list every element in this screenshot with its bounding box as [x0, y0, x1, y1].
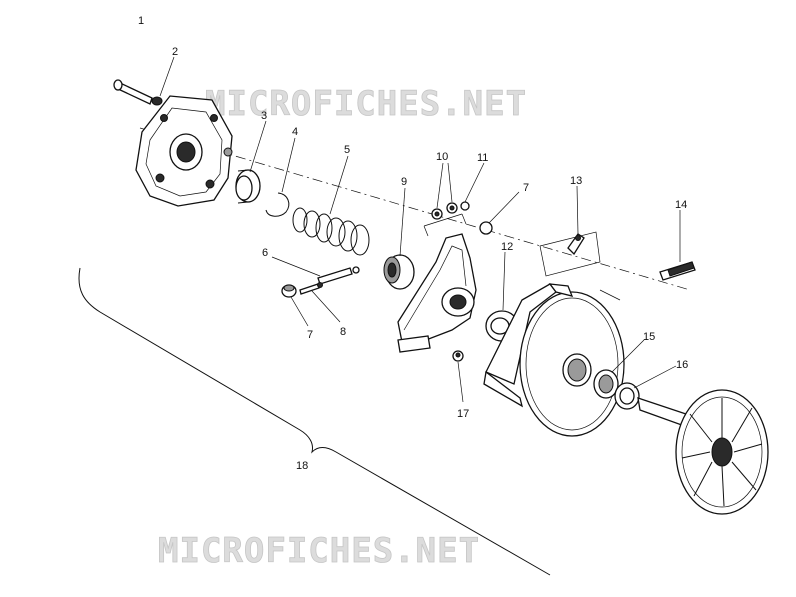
callout-7-lower: 7 [307, 329, 313, 341]
clip-part [539, 231, 601, 277]
roller-cap-part [281, 284, 297, 298]
callout-1: 1 [138, 15, 144, 27]
watermark-bottom: MICROFICHES.NET [158, 531, 480, 571]
snap-ring-part [265, 192, 290, 217]
fixed-sheave-part [637, 389, 769, 515]
spring-part [292, 207, 370, 256]
callout-2: 2 [172, 46, 178, 58]
axis-centerline [139, 127, 691, 291]
callout-7-upper: 7 [523, 182, 529, 194]
thrust-washer-part [614, 382, 640, 410]
moveable-sheave-part [483, 283, 625, 437]
callout-18: 18 [296, 460, 308, 472]
callout-10: 10 [436, 151, 448, 163]
bolt-part [113, 79, 163, 106]
small-nut-part [452, 350, 464, 362]
callout-11: 11 [477, 152, 488, 164]
shaft-bolt-part [659, 261, 696, 281]
sheave-bushing-part [593, 369, 619, 399]
callout-13: 13 [570, 175, 582, 187]
callout-16: 16 [676, 359, 688, 371]
roller-part [383, 254, 415, 290]
callout-9: 9 [401, 176, 407, 188]
callout-8: 8 [340, 326, 346, 338]
callout-15: 15 [643, 331, 655, 343]
bracket-10-11 [423, 213, 467, 237]
small-pin-part [299, 282, 323, 295]
arm-cap-part [479, 221, 493, 235]
callout-14: 14 [675, 199, 687, 211]
leader-lines [159, 56, 681, 403]
callout-12: 12 [501, 241, 513, 253]
callout-3: 3 [261, 110, 267, 122]
bushing-part [235, 169, 261, 204]
assembly-bracket-18 [78, 267, 551, 576]
callout-4: 4 [292, 126, 298, 138]
callout-5: 5 [344, 144, 350, 156]
callout-17: 17 [457, 408, 469, 420]
callout-6: 6 [262, 247, 268, 259]
nut-set-part [431, 201, 470, 220]
pin-part [317, 266, 360, 285]
watermark-top: MICROFICHES.NET [205, 84, 527, 124]
cover-housing-part [135, 95, 233, 207]
spider-arm-part [397, 233, 477, 353]
